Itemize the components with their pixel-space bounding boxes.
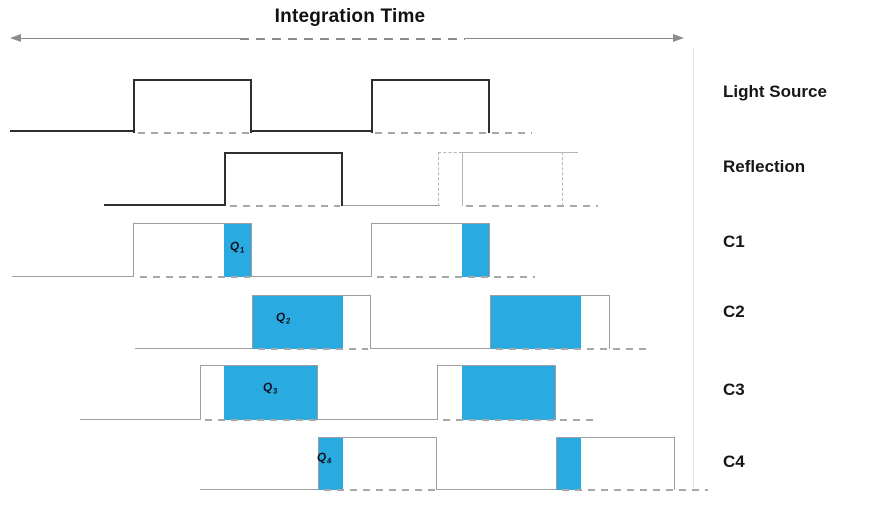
pulse-c4 — [556, 437, 675, 490]
baseline-dashes-c2 — [496, 348, 648, 350]
charge-fill-c3 — [462, 365, 556, 420]
baseline-dashes-c2 — [258, 348, 368, 350]
baseline-dashes-light-source — [375, 132, 532, 134]
charge-label-q1: Q1 — [229, 238, 245, 255]
pulse-reflection — [224, 152, 343, 206]
baseline-gray-reflection — [343, 204, 440, 206]
pulse-c4 — [318, 437, 437, 490]
baseline-dashes-reflection — [230, 205, 340, 207]
ghost-pulse-rise — [462, 152, 463, 206]
baseline-dashes-c1 — [377, 276, 535, 278]
charge-fill-c4 — [318, 437, 343, 490]
baseline-dashes-c4 — [324, 489, 435, 491]
charge-fill-c2 — [490, 295, 581, 349]
row-label-reflection: Reflection — [723, 157, 806, 176]
arrowhead-left-icon — [10, 34, 21, 42]
baseline-dashes-light-source — [138, 132, 252, 134]
row-label-c2: C2 — [723, 302, 745, 321]
baseline-reflection — [104, 203, 224, 206]
ghost-pulse-top-dashed — [438, 152, 462, 153]
row-label-c4: C4 — [723, 452, 745, 471]
baseline-dashes-c4 — [562, 489, 708, 491]
charge-fill-c1 — [462, 223, 490, 277]
baseline-light-source — [252, 130, 371, 133]
charge-label-q4: Q4 — [316, 449, 332, 466]
arrowhead-right-icon — [673, 34, 684, 42]
baseline-light-source — [10, 130, 133, 133]
pulse-c2 — [252, 295, 371, 349]
baseline-c4 — [200, 488, 318, 490]
charge-label-q2: Q2 — [275, 309, 291, 326]
row-label-light-source: Light Source — [723, 82, 827, 101]
pulse-c1 — [371, 223, 490, 277]
pulse-c2 — [490, 295, 610, 349]
diagram-title: Integration Time — [274, 6, 426, 27]
baseline-dashes-c3 — [205, 419, 318, 421]
baseline-dashes-c3 — [443, 419, 594, 421]
pulse-c3 — [437, 365, 556, 420]
pulse-light-source — [371, 79, 490, 133]
baseline-dashes-c1 — [140, 276, 250, 278]
pulse-c1 — [133, 223, 252, 277]
arrow-line-middle-dashed — [240, 38, 465, 40]
baseline-c1 — [252, 275, 371, 277]
ghost-pulse-top — [462, 152, 578, 153]
baseline-c3 — [80, 418, 200, 420]
pulse-light-source — [133, 79, 252, 133]
charge-label-q3: Q3 — [262, 379, 278, 396]
charge-fill-c3 — [224, 365, 318, 420]
charge-fill-c4 — [556, 437, 581, 490]
arrow-line-right — [465, 38, 682, 39]
baseline-c1 — [12, 275, 133, 277]
baseline-c2 — [135, 347, 252, 349]
baseline-c2 — [371, 347, 490, 349]
ghost-pulse-fall-dashed — [562, 152, 563, 206]
arrow-line-left — [12, 38, 240, 39]
baseline-dashes-reflection — [466, 205, 598, 207]
row-label-c3: C3 — [723, 380, 745, 399]
baseline-c4 — [437, 488, 556, 490]
row-label-c1: C1 — [723, 232, 745, 251]
label-separator-line — [693, 48, 694, 487]
charge-fill-c1 — [224, 223, 252, 277]
charge-fill-c2 — [252, 295, 343, 349]
ghost-pulse-rise-dashed — [438, 152, 439, 206]
pulse-c3 — [200, 365, 318, 420]
baseline-c3 — [318, 418, 437, 420]
